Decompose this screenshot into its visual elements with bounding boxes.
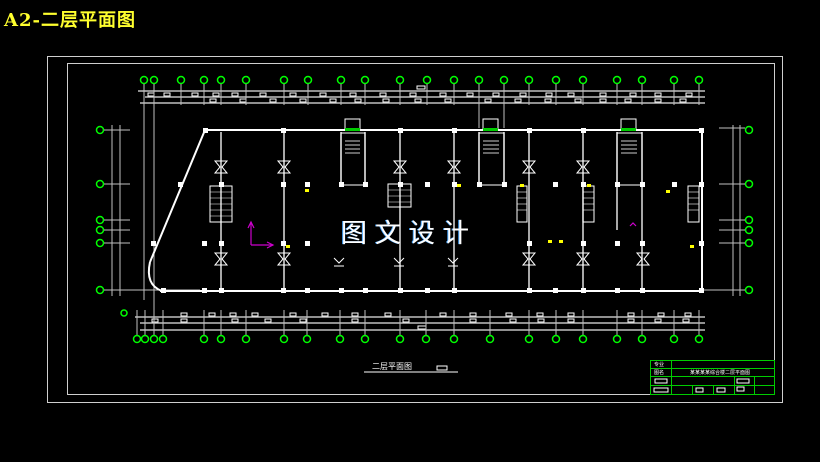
north-marker-icon: [629, 222, 637, 227]
outer-frame: [47, 56, 783, 403]
top-dimension-lines: [138, 90, 705, 104]
interior-walls: [220, 132, 643, 290]
fixture-symbols: [213, 160, 651, 267]
left-axis-lines: [104, 125, 200, 296]
right-axis-lines: [700, 125, 745, 296]
stair-landings: [345, 128, 636, 131]
title-block: [650, 360, 775, 395]
sheet-title: A2-二层平面图: [4, 10, 136, 31]
title-block-drawing-name: 某某某某综合楼二层平面图: [690, 370, 751, 376]
title-block-row2-label: 图名: [654, 370, 665, 376]
watermark-text: 图文设计: [341, 219, 478, 249]
bottom-dimension-lines: [135, 316, 705, 331]
ucs-axis-icon: [247, 220, 275, 249]
stair-treads: [345, 140, 637, 154]
scale-tag: [436, 365, 448, 371]
left-axis-bubbles: [95, 125, 105, 295]
title-block-row1-label: 专业: [654, 362, 665, 368]
annotation-marks: [286, 184, 694, 248]
shelving-lines: [210, 189, 699, 217]
top-dimension-ticks: [147, 85, 693, 103]
plan-caption: 二层平面图: [372, 362, 412, 371]
inner-frame: [67, 63, 775, 395]
top-axis-lines: [143, 84, 700, 330]
bottom-axis-bubbles: [120, 309, 704, 344]
bottom-axis-lines: [136, 310, 700, 336]
title-block-tags: [653, 378, 750, 393]
bottom-dimension-ticks: [151, 312, 692, 330]
top-axis-bubbles: [139, 75, 704, 85]
right-axis-bubbles: [744, 125, 754, 295]
